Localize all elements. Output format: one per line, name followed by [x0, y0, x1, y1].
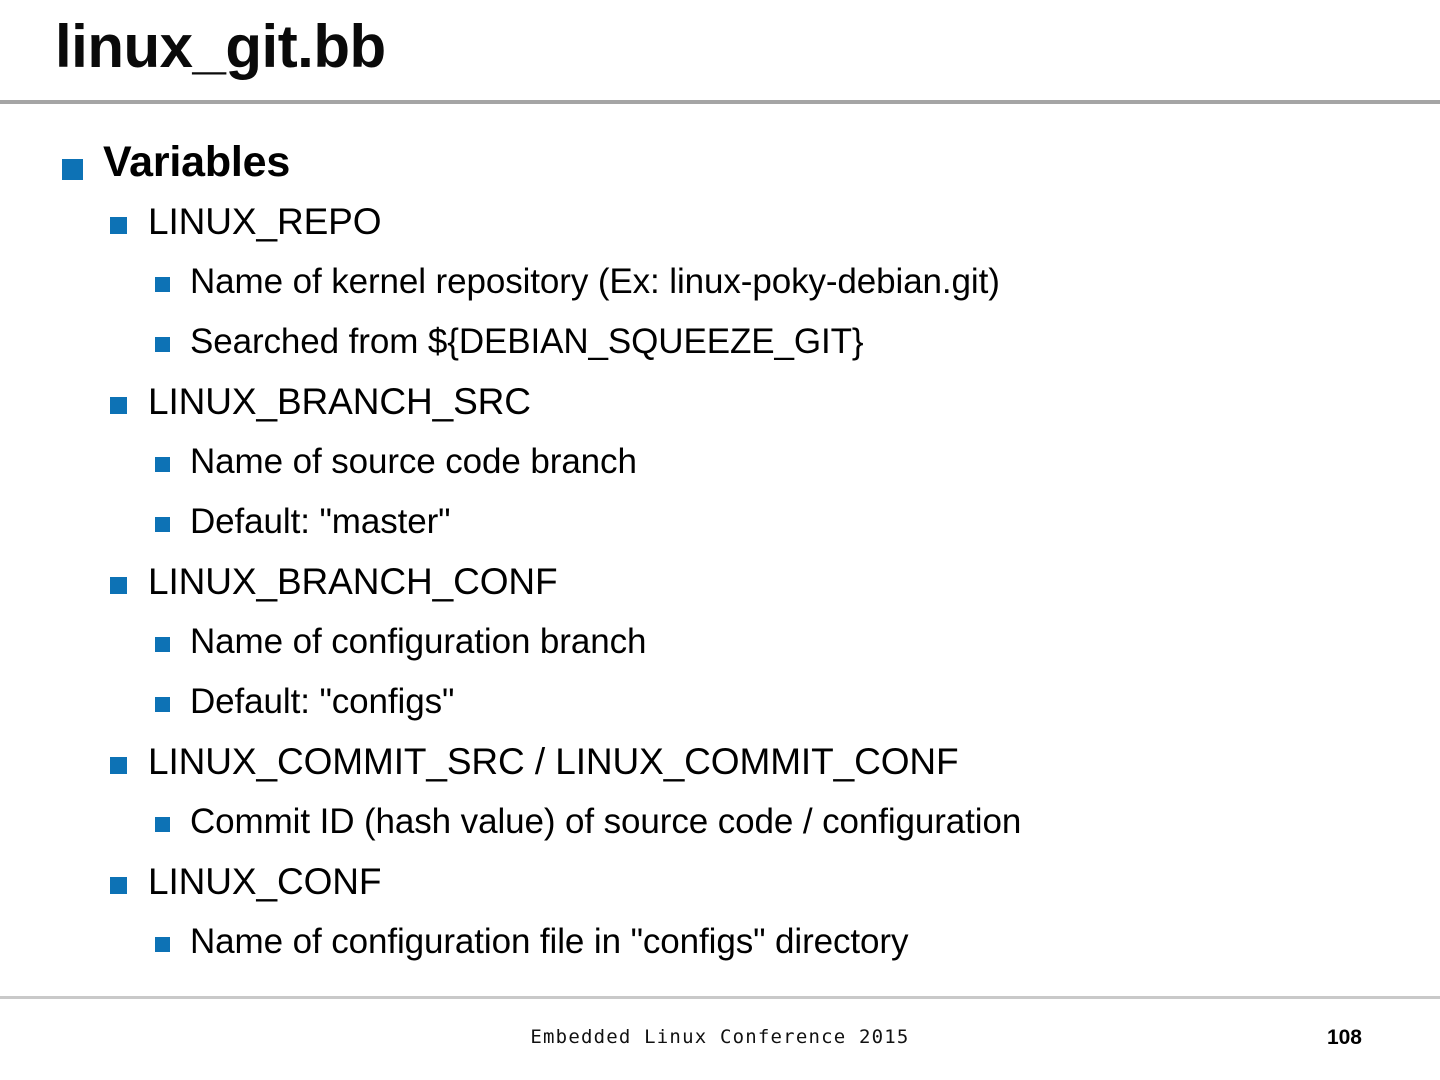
- bullet-text: LINUX_REPO: [148, 201, 382, 242]
- bullet-text: Name of source code branch: [190, 442, 637, 481]
- bullet-text: LINUX_BRANCH_CONF: [148, 561, 558, 602]
- bullet-text: Name of kernel repository (Ex: linux-pok…: [190, 262, 1000, 301]
- bullet-row: Name of source code branch: [0, 433, 1440, 493]
- bullet-row: Default: "master": [0, 493, 1440, 553]
- bullet-row: Name of kernel repository (Ex: linux-pok…: [0, 253, 1440, 313]
- bullet-text: Name of configuration branch: [190, 622, 647, 661]
- square-bullet-icon: [110, 757, 127, 774]
- bullet-row: LINUX_BRANCH_CONF: [0, 553, 1440, 613]
- square-bullet-icon: [110, 217, 127, 234]
- square-bullet-icon: [110, 397, 127, 414]
- footer-divider: [0, 996, 1440, 999]
- bullet-text: Commit ID (hash value) of source code / …: [190, 802, 1022, 841]
- bullet-text: Default: "master": [190, 502, 451, 541]
- square-bullet-icon: [155, 337, 170, 352]
- square-bullet-icon: [110, 577, 127, 594]
- square-bullet-icon: [155, 937, 170, 952]
- bullet-row: Commit ID (hash value) of source code / …: [0, 793, 1440, 853]
- bullet-row: Name of configuration branch: [0, 613, 1440, 673]
- footer-conference-label: Embedded Linux Conference 2015: [530, 1026, 910, 1048]
- bullet-row: Searched from ${DEBIAN_SQUEEZE_GIT}: [0, 313, 1440, 373]
- bullet-text: Variables: [103, 138, 291, 186]
- square-bullet-icon: [110, 877, 127, 894]
- square-bullet-icon: [155, 277, 170, 292]
- bullet-row: Name of configuration file in "configs" …: [0, 913, 1440, 973]
- bullet-row: Variables: [0, 133, 1440, 193]
- bullet-text: LINUX_BRANCH_SRC: [148, 381, 531, 422]
- bullet-row: Default: "configs": [0, 673, 1440, 733]
- square-bullet-icon: [155, 817, 170, 832]
- square-bullet-icon: [155, 697, 170, 712]
- title-divider: [0, 100, 1440, 104]
- bullet-text: LINUX_CONF: [148, 861, 382, 902]
- bullet-text: Searched from ${DEBIAN_SQUEEZE_GIT}: [190, 322, 864, 361]
- bullet-row: LINUX_COMMIT_SRC / LINUX_COMMIT_CONF: [0, 733, 1440, 793]
- bullet-text: LINUX_COMMIT_SRC / LINUX_COMMIT_CONF: [148, 741, 959, 782]
- square-bullet-icon: [155, 517, 170, 532]
- bullet-row: LINUX_REPO: [0, 193, 1440, 253]
- square-bullet-icon: [62, 159, 83, 180]
- slide-page-number: 108: [1326, 1026, 1362, 1049]
- bullet-row: LINUX_CONF: [0, 853, 1440, 913]
- bullet-row: LINUX_BRANCH_SRC: [0, 373, 1440, 433]
- bullet-text: Default: "configs": [190, 682, 455, 721]
- square-bullet-icon: [155, 637, 170, 652]
- slide-title: linux_git.bb: [55, 13, 386, 80]
- bullet-text: Name of configuration file in "configs" …: [190, 922, 909, 961]
- square-bullet-icon: [155, 457, 170, 472]
